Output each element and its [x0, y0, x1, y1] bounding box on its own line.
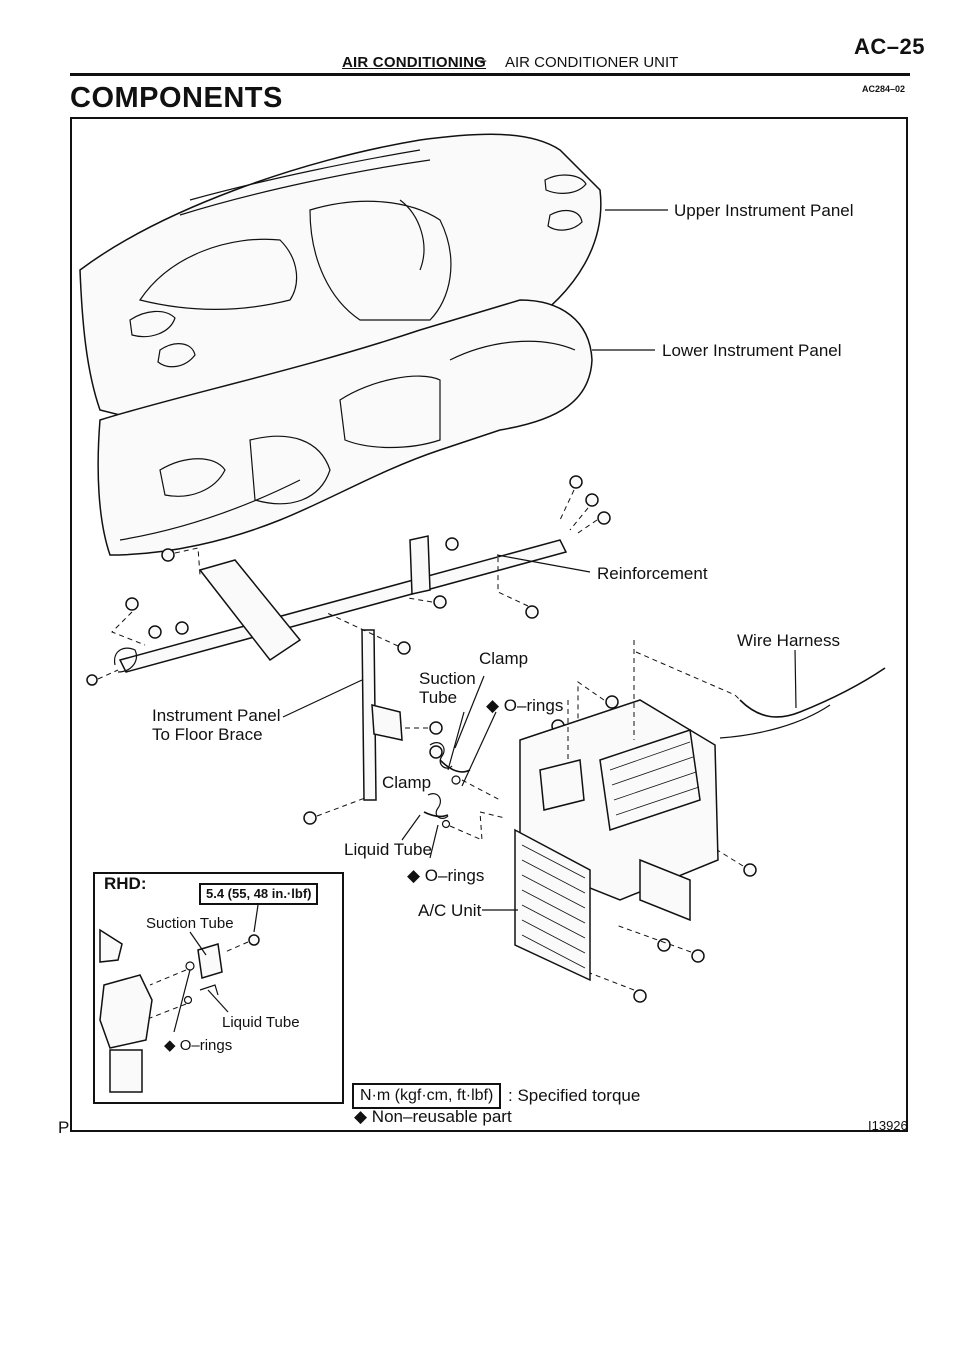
label-wire-harness: Wire Harness [737, 631, 840, 650]
label-upper-instrument-panel: Upper Instrument Panel [674, 201, 854, 220]
rhd-torque-spec: 5.4 (55, 48 in.·lbf) [199, 883, 319, 905]
label-to-floor-brace: To Floor Brace [152, 725, 263, 744]
label-clamp-mid: Clamp [382, 773, 432, 792]
floor-brace-drawing [361, 629, 377, 801]
label-clamp-top: Clamp [479, 649, 529, 668]
header-subsection: AIR CONDITIONER UNIT [505, 54, 679, 71]
figure-id: I13926 [868, 1118, 908, 1133]
bolts-drawing [86, 475, 757, 1003]
figure-frame [70, 117, 908, 1132]
rhd-liquid-tube-label: Liquid Tube [222, 1014, 300, 1031]
tubes-drawing [401, 675, 506, 859]
reinforcement-drawing [113, 535, 591, 673]
rhd-o-rings-label: ◆ O–rings [164, 1037, 233, 1054]
doc-code: AC284–02 [862, 84, 906, 94]
rhd-label: RHD: [104, 874, 147, 893]
label-instrument-panel: Instrument Panel [152, 706, 281, 725]
lower-instrument-panel-drawing [97, 299, 593, 556]
label-ac-unit: A/C Unit [418, 901, 482, 920]
legend-torque-text: : Specified torque [508, 1086, 641, 1105]
header-rule [70, 73, 910, 76]
footer-left-mark: P [58, 1118, 70, 1137]
label-liquid-tube: Liquid Tube [344, 840, 432, 859]
label-o-rings-top: ◆ O–rings [486, 696, 564, 715]
rhd-suction-tube-label: Suction Tube [146, 915, 234, 932]
label-tube: Tube [419, 688, 458, 707]
rhd-inset-drawing [99, 904, 260, 1093]
legend-non-reusable: ◆ Non–reusable part [354, 1107, 512, 1126]
page-number: AC–25 [854, 34, 925, 59]
label-o-rings-bottom: ◆ O–rings [407, 866, 485, 885]
label-lower-instrument-panel: Lower Instrument Panel [662, 341, 842, 360]
ac-unit-drawing [482, 640, 719, 982]
label-reinforcement: Reinforcement [597, 564, 708, 583]
legend-torque-units: N·m (kgf·cm, ft·lbf) [352, 1083, 502, 1109]
page-title: COMPONENTS [70, 82, 283, 114]
label-suction: Suction [419, 669, 476, 688]
rhd-inset [93, 872, 344, 1104]
header-separator: – [478, 52, 487, 69]
wire-harness-drawing [635, 649, 886, 739]
header-section: AIR CONDITIONING [342, 54, 487, 71]
